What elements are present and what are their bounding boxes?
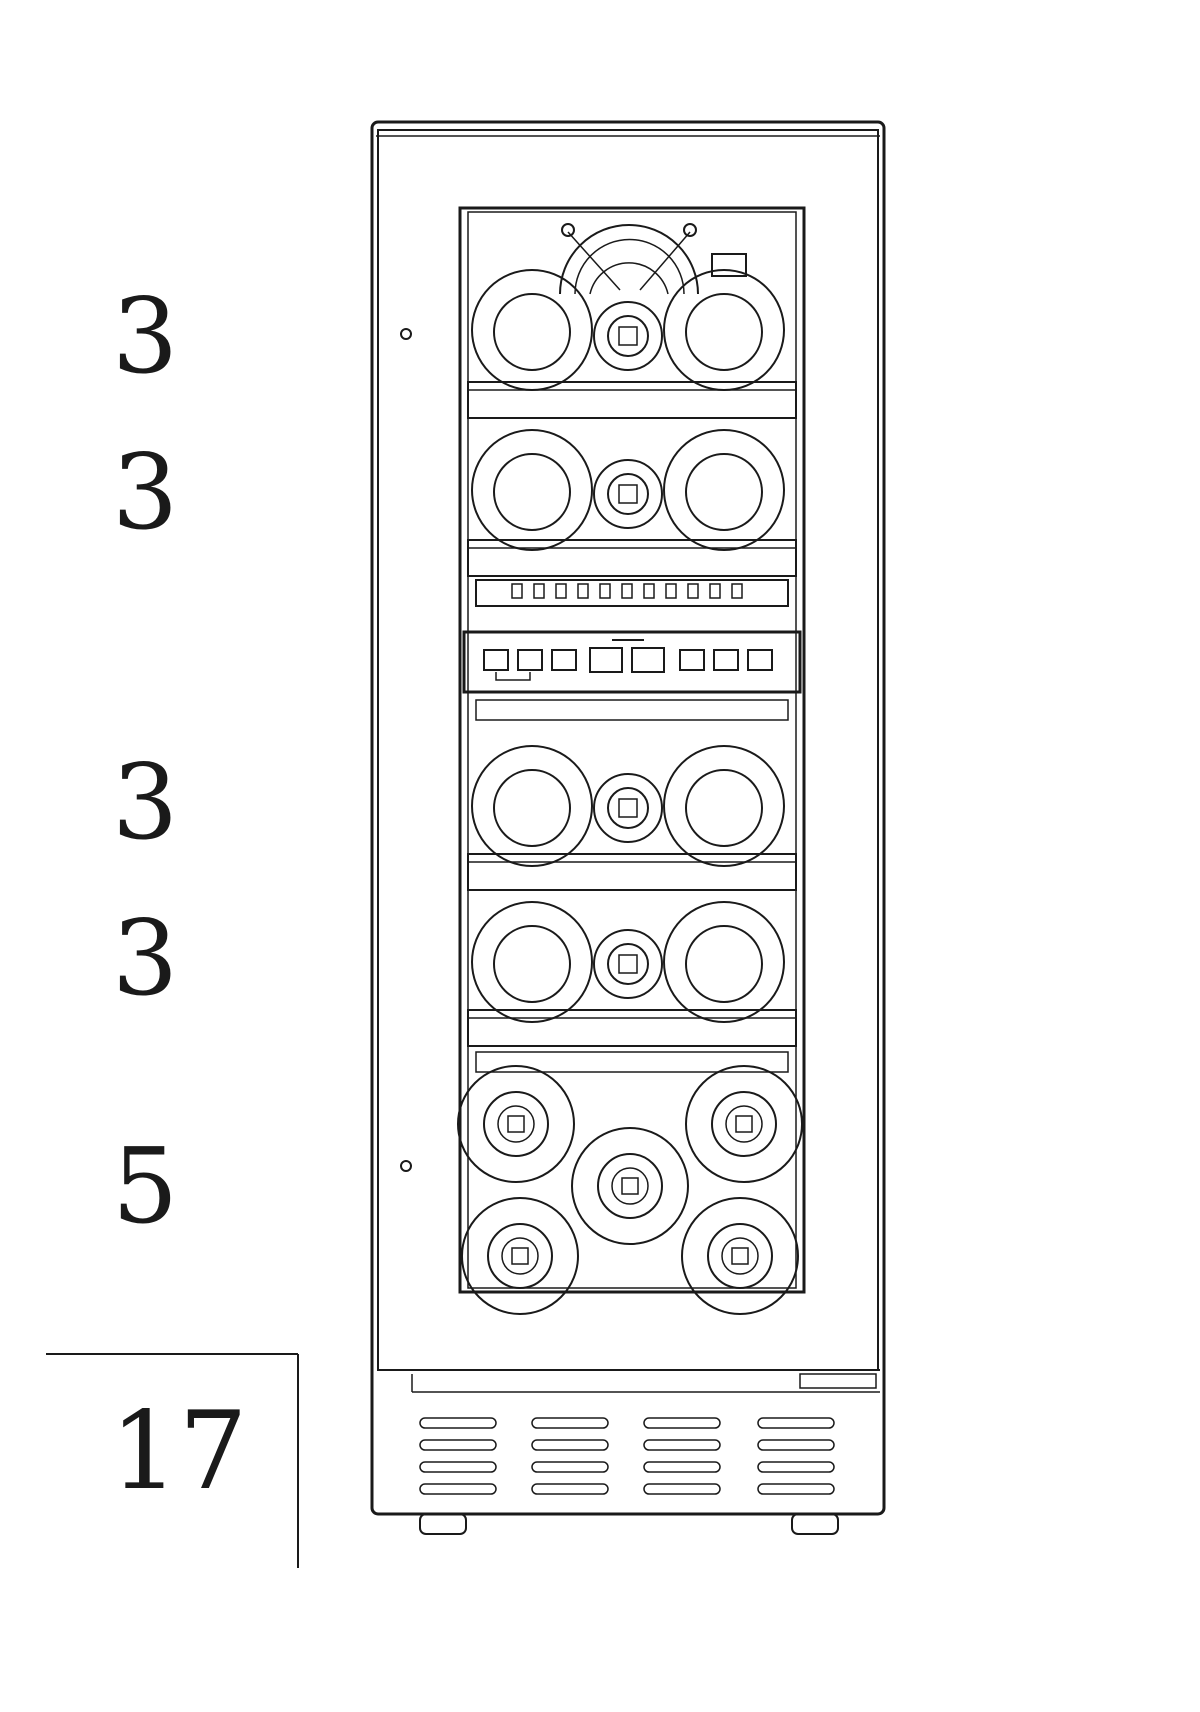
control-panel	[462, 630, 802, 694]
bottom-rack-bottles	[457, 1051, 803, 1315]
lower-zone-top	[475, 699, 789, 721]
shelf-capacity-labels: 3 3 3 3 5	[112, 275, 178, 1247]
shelf-3-count: 3	[112, 741, 178, 863]
shelf-3-rail	[467, 853, 797, 891]
cabinet-feet	[419, 1513, 839, 1535]
shelf-4-count: 3	[112, 897, 178, 1019]
bottom-rack-count: 5	[112, 1125, 178, 1247]
shelf-4-rail	[467, 1009, 797, 1047]
shelf-1-rail	[467, 381, 797, 419]
shelf-2-rail	[467, 539, 797, 577]
temp-display-lower	[631, 647, 665, 673]
shelf-3-bottles	[471, 745, 785, 867]
shelf-2-bottles	[471, 429, 785, 551]
up-button	[679, 649, 705, 671]
glass-window	[458, 206, 806, 1294]
down-button	[713, 649, 739, 671]
light-button	[517, 649, 543, 671]
temp-display-upper	[589, 647, 623, 673]
cabinet-outline	[370, 120, 886, 1516]
fan-icon	[559, 223, 747, 295]
total-bracket	[46, 1353, 299, 1568]
shelf-1-bottles	[471, 269, 785, 391]
hinge-pin-top	[400, 328, 412, 340]
power-button	[483, 649, 509, 671]
shelf-4-bottles	[471, 901, 785, 1023]
vent-grille	[419, 1417, 835, 1495]
hinge-pin-bottom	[400, 1160, 412, 1172]
shelf-1-count: 3	[112, 275, 178, 397]
total-count: 17	[110, 1389, 247, 1514]
zone-button	[551, 649, 577, 671]
door-bottom-trim	[378, 1369, 880, 1393]
unit-button	[747, 649, 773, 671]
shelf-2-count: 3	[112, 431, 178, 553]
led-light-strip	[475, 579, 789, 607]
